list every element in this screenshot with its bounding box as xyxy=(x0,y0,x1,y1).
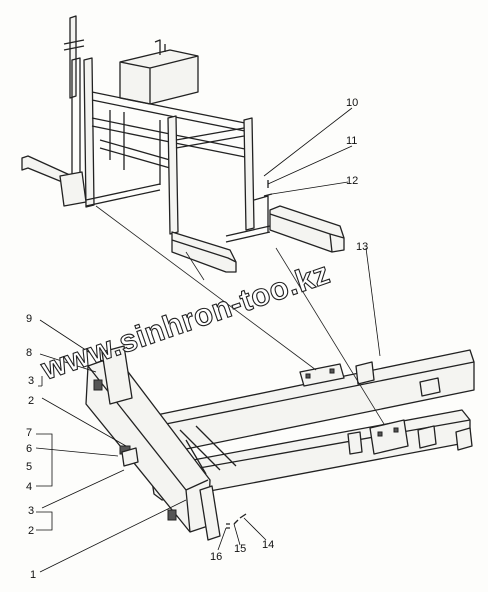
upper-frame-assembly xyxy=(21,15,345,273)
lower-base-frame xyxy=(85,345,475,541)
callout-10: 10 xyxy=(346,97,358,109)
callout-14: 14 xyxy=(262,539,274,551)
callout-8: 8 xyxy=(26,347,32,359)
callout-6: 6 xyxy=(26,443,32,455)
callout-12: 12 xyxy=(346,175,358,187)
callout-3-bottom: 3 xyxy=(28,505,34,517)
leader-lines xyxy=(35,107,381,573)
callout-11: 11 xyxy=(346,135,357,147)
callout-3-top: 3 xyxy=(28,375,34,387)
callout-5: 5 xyxy=(26,461,32,473)
callout-1: 1 xyxy=(30,569,36,581)
watermark-text: www.sinhron-too.kz xyxy=(36,255,334,387)
callout-7: 7 xyxy=(26,427,32,439)
callout-9: 9 xyxy=(26,313,32,325)
assembly-lines xyxy=(95,205,385,425)
callout-2-bottom: 2 xyxy=(28,525,34,537)
callout-4: 4 xyxy=(26,481,32,493)
callout-13: 13 xyxy=(356,241,368,253)
callout-15: 15 xyxy=(234,543,246,555)
callout-2-top: 2 xyxy=(28,395,34,407)
callout-labels: 10 11 12 13 9 8 3 2 7 6 5 4 3 2 1 16 15 … xyxy=(26,97,368,581)
callout-16: 16 xyxy=(210,551,222,563)
